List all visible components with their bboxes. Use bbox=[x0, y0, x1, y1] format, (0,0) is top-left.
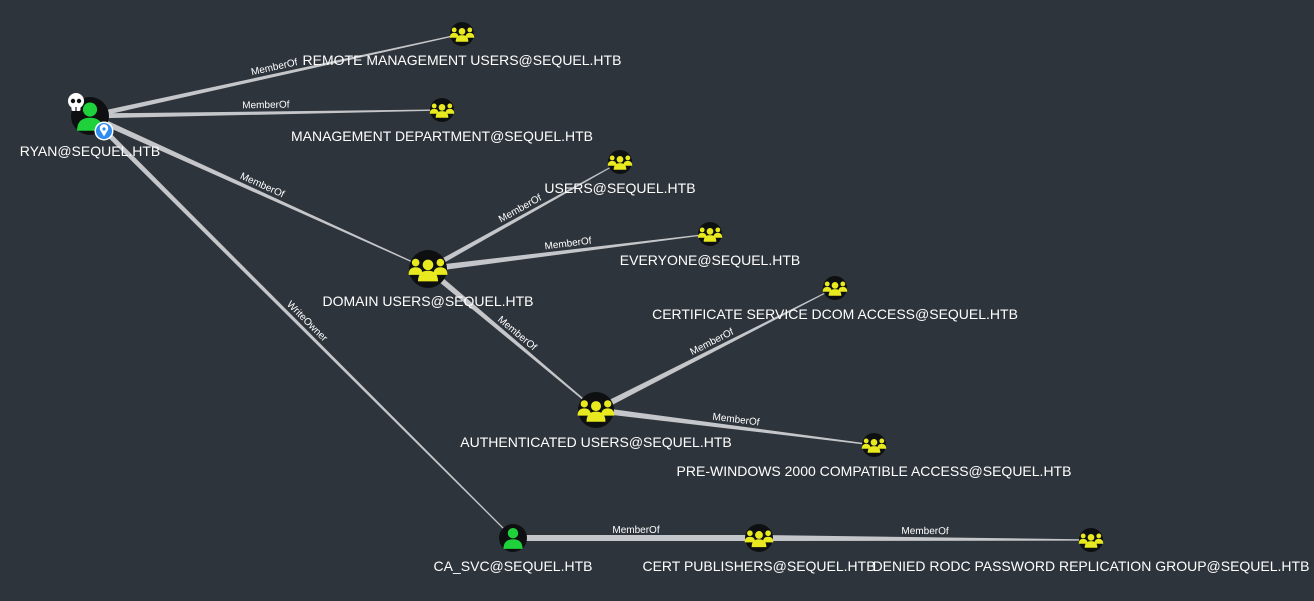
edge-line[interactable] bbox=[595, 407, 875, 446]
node-label: AUTHENTICATED USERS@SEQUEL.HTB bbox=[460, 434, 731, 450]
edge-label: MemberOf bbox=[242, 100, 290, 112]
group-icon bbox=[697, 227, 723, 242]
group-icon bbox=[822, 281, 848, 296]
node-mgmt[interactable]: MANAGEMENT DEPARTMENT@SEQUEL.HTB bbox=[291, 98, 593, 144]
node-domainusers[interactable]: DOMAIN USERS@SEQUEL.HTB bbox=[322, 250, 534, 309]
node-certdcom[interactable]: CERTIFICATE SERVICE DCOM ACCESS@SEQUEL.H… bbox=[652, 276, 1018, 322]
edge-line[interactable] bbox=[89, 33, 463, 119]
node-prewin2k[interactable]: PRE-WINDOWS 2000 COMPATIBLE ACCESS@SEQUE… bbox=[677, 433, 1072, 479]
node-label: PRE-WINDOWS 2000 COMPATIBLE ACCESS@SEQUE… bbox=[677, 463, 1072, 479]
nodes-layer: RYAN@SEQUEL.HTB REMOTE MANAGEMENT USERS@S… bbox=[20, 22, 1310, 574]
edge-line[interactable] bbox=[88, 114, 514, 539]
node-label: USERS@SEQUEL.HTB bbox=[544, 180, 695, 196]
edge-domainusers-users[interactable]: MemberOf bbox=[426, 161, 621, 272]
edge-label: MemberOf bbox=[612, 525, 659, 536]
node-rmu[interactable]: REMOTE MANAGEMENT USERS@SEQUEL.HTB bbox=[303, 22, 622, 68]
edge-label: MemberOf bbox=[495, 314, 538, 353]
node-label: DENIED RODC PASSWORD REPLICATION GROUP@S… bbox=[873, 558, 1310, 574]
group-icon bbox=[1078, 533, 1104, 548]
node-authusers[interactable]: AUTHENTICATED USERS@SEQUEL.HTB bbox=[460, 392, 732, 450]
node-label: CERT PUBLISHERS@SEQUEL.HTB bbox=[642, 558, 875, 574]
edge-domainusers-authusers[interactable]: MemberOf bbox=[426, 266, 597, 411]
skull-icon bbox=[68, 93, 84, 111]
edge-casvc-certpub[interactable]: MemberOf bbox=[513, 525, 759, 541]
edge-label: MemberOf bbox=[901, 526, 949, 537]
node-ryan[interactable]: RYAN@SEQUEL.HTB bbox=[20, 93, 161, 159]
edge-line[interactable] bbox=[90, 109, 442, 119]
edge-line[interactable] bbox=[427, 233, 711, 273]
user-icon bbox=[503, 528, 523, 549]
edge-line[interactable] bbox=[759, 535, 1091, 541]
edge-line[interactable] bbox=[426, 266, 597, 411]
edge-ryan-casvc[interactable]: WriteOwner bbox=[88, 114, 514, 539]
group-icon bbox=[429, 103, 455, 118]
node-label: MANAGEMENT DEPARTMENT@SEQUEL.HTB bbox=[291, 128, 593, 144]
node-label: DOMAIN USERS@SEQUEL.HTB bbox=[322, 293, 533, 309]
node-certpub[interactable]: CERT PUBLISHERS@SEQUEL.HTB bbox=[642, 524, 876, 574]
node-deniedrodc[interactable]: DENIED RODC PASSWORD REPLICATION GROUP@S… bbox=[873, 528, 1310, 574]
node-everyone[interactable]: EVERYONE@SEQUEL.HTB bbox=[620, 222, 800, 268]
edge-certpub-deniedrodc[interactable]: MemberOf bbox=[759, 526, 1091, 541]
group-icon bbox=[577, 400, 615, 422]
group-icon bbox=[607, 155, 633, 170]
edge-line[interactable] bbox=[513, 535, 759, 541]
node-label: REMOTE MANAGEMENT USERS@SEQUEL.HTB bbox=[303, 52, 622, 68]
node-users[interactable]: USERS@SEQUEL.HTB bbox=[544, 150, 696, 196]
map-pin-icon bbox=[94, 121, 114, 141]
edge-line[interactable] bbox=[594, 287, 836, 413]
group-icon bbox=[861, 438, 887, 453]
group-icon bbox=[408, 258, 448, 282]
edge-line[interactable] bbox=[88, 113, 429, 270]
node-casvc[interactable]: CA_SVC@SEQUEL.HTB bbox=[434, 524, 593, 574]
edge-authusers-prewin2k[interactable]: MemberOf bbox=[595, 407, 875, 446]
edge-line[interactable] bbox=[426, 161, 621, 272]
node-label: RYAN@SEQUEL.HTB bbox=[20, 143, 161, 159]
edge-ryan-mgmt[interactable]: MemberOf bbox=[90, 100, 442, 119]
edges-layer: MemberOfMemberOfMemberOfWriteOwnerMember… bbox=[88, 33, 1091, 541]
node-label: CA_SVC@SEQUEL.HTB bbox=[434, 558, 593, 574]
node-label: EVERYONE@SEQUEL.HTB bbox=[620, 252, 800, 268]
group-icon bbox=[449, 27, 475, 42]
node-label: CERTIFICATE SERVICE DCOM ACCESS@SEQUEL.H… bbox=[652, 306, 1018, 322]
group-icon bbox=[744, 530, 774, 548]
